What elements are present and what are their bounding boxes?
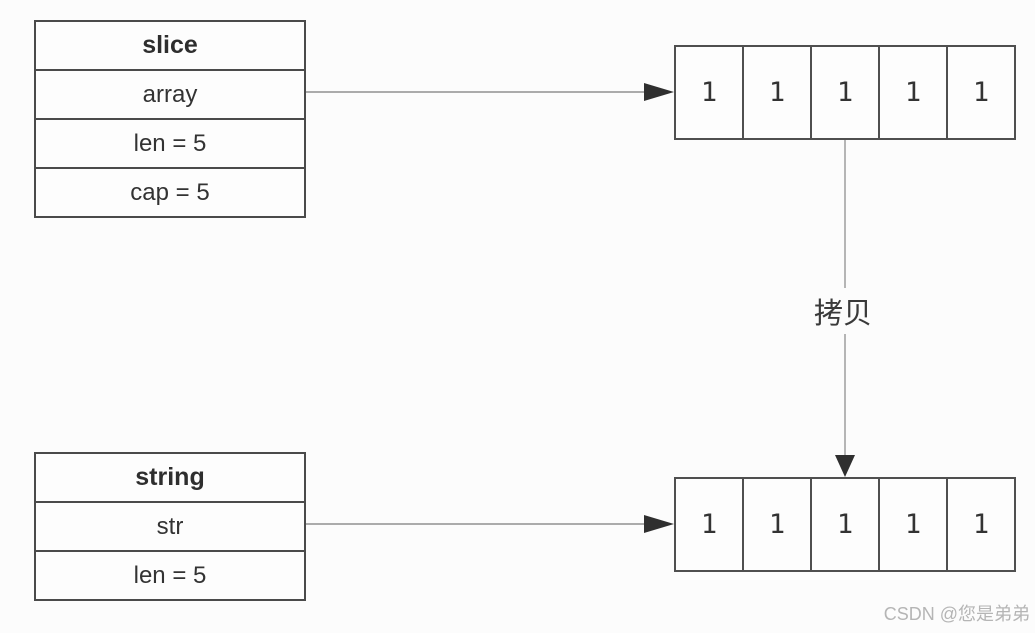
copy-arrowhead-icon — [835, 455, 855, 477]
slice-pointer-line — [306, 91, 644, 93]
array-cell: 1 — [742, 479, 810, 570]
slice-struct-table: slice array len = 5 cap = 5 — [34, 20, 306, 218]
string-table-title: string — [135, 463, 205, 491]
array-cell: 1 — [810, 479, 878, 570]
array-cell: 1 — [878, 47, 946, 138]
slice-field-array: array — [36, 69, 304, 118]
string-backing-array: 1 1 1 1 1 — [674, 477, 1016, 572]
string-pointer-line — [306, 523, 644, 525]
array-cell: 1 — [946, 47, 1014, 138]
watermark: CSDN @您是弟弟 — [883, 604, 1030, 624]
array-cell: 1 — [742, 47, 810, 138]
slice-backing-array: 1 1 1 1 1 — [674, 45, 1016, 140]
array-cell: 1 — [810, 47, 878, 138]
slice-field-len: len = 5 — [36, 118, 304, 167]
array-cell: 1 — [700, 509, 718, 540]
array-cell: 1 — [878, 479, 946, 570]
slice-pointer-arrowhead-icon — [644, 83, 674, 101]
array-cell: 1 — [700, 77, 718, 108]
string-pointer-arrowhead-icon — [644, 515, 674, 533]
array-cell: 1 — [946, 479, 1014, 570]
slice-table-title: slice — [142, 31, 198, 59]
copy-label: 拷贝 — [808, 288, 878, 334]
slice-field-cap: cap = 5 — [36, 167, 304, 216]
string-struct-table: string str len = 5 — [34, 452, 306, 601]
string-field-len: len = 5 — [36, 550, 304, 599]
string-field-str: str — [36, 501, 304, 550]
